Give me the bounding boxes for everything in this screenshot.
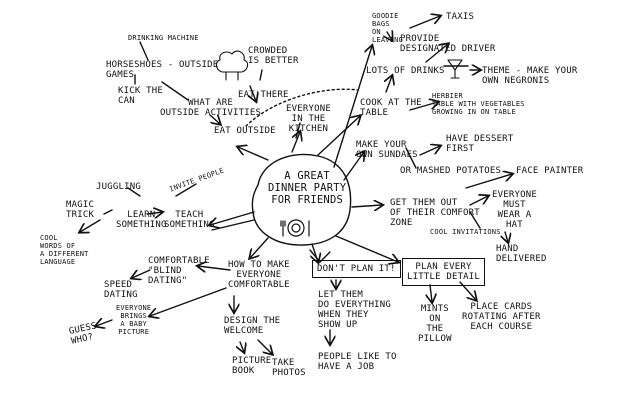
- node-theme-negronis: THEME - MAKE YOUR OWN NEGRONIS: [482, 66, 578, 86]
- node-cool-invitations: COOL INVITATIONS: [430, 228, 501, 236]
- node-mints-on-pillow: MINTS ON THE PILLOW: [418, 304, 452, 344]
- node-eat-outside: EAT OUTSIDE: [214, 126, 276, 136]
- node-speed-dating: SPEED DATING: [104, 280, 138, 300]
- node-face-painter: FACE PAINTER: [516, 166, 584, 176]
- node-make-own-sundaes: MAKE YOUR OWN SUNDAES: [356, 140, 418, 160]
- node-goodie-bags: GOODIE BAGS ON LEAVING: [372, 12, 403, 44]
- node-have-dessert-first: HAVE DESSERT FIRST: [446, 134, 514, 154]
- node-drinking-machine: DRINKING MACHINE: [128, 34, 199, 42]
- node-taxis: TAXIS: [446, 12, 475, 22]
- plate-fork-knife-icon: [280, 219, 310, 237]
- node-horseshoes-outside-games: HORSESHOES - OUTSIDE GAMES: [106, 60, 219, 80]
- node-learn-something: LEARN SOMETHING: [116, 210, 167, 230]
- tree-doodle-icon: [215, 50, 249, 81]
- node-teach-something: TEACH SOMETHING: [164, 210, 215, 230]
- node-picture-book: PICTURE BOOK: [232, 356, 272, 376]
- node-eat-there: EAT THERE: [238, 90, 289, 100]
- node-everyone-brings-baby-picture: EVERYONE BRINGS A BABY PICTURE: [116, 304, 152, 336]
- node-how-to-make-comfortable: HOW TO MAKE EVERYONE COMFORTABLE: [228, 260, 290, 290]
- node-let-them-do-everything: LET THEM DO EVERYTHING WHEN THEY SHOW UP: [318, 290, 392, 330]
- node-what-are-outside-activities: WHAT ARE OUTSIDE ACTIVITIES: [160, 98, 262, 118]
- node-take-photos: TAKE PHOTOS: [272, 358, 306, 378]
- node-people-like-job: PEOPLE LIKE TO HAVE A JOB: [318, 352, 397, 372]
- node-comfortable-blind-dating: COMFORTABLE "BLIND DATING": [148, 256, 210, 286]
- node-cool-words: COOL WORDS OF A DIFFERENT LANGUAGE: [40, 234, 89, 266]
- node-everyone-wear-hat: EVERYONE MUST WEAR A HAT: [492, 190, 537, 230]
- node-juggling: JUGGLING: [96, 182, 141, 192]
- node-magic-trick: MAGIC TRICK: [66, 200, 95, 220]
- central-topic: A GREAT DINNER PARTY FOR FRIENDS: [268, 170, 347, 206]
- node-kick-the-can: KICK THE CAN: [118, 86, 163, 106]
- node-place-cards: PLACE CARDS ROTATING AFTER EACH COURSE: [462, 302, 541, 332]
- cocktail-glass-icon: [447, 59, 463, 79]
- node-design-the-welcome: DESIGN THE WELCOME: [224, 316, 281, 336]
- node-get-out-comfort-zone: GET THEM OUT OF THEIR COMFORT ZONE: [390, 198, 480, 228]
- node-mashed-potatoes: OR MASHED POTATOES: [400, 166, 502, 176]
- node-herbier-table: HERBIER TABLE WITH VEGETABLES GROWING IN…: [432, 92, 525, 116]
- node-dont-plan-it: DON'T PLAN IT!: [312, 260, 401, 278]
- node-hand-delivered: HAND DELIVERED: [496, 244, 547, 264]
- node-provide-designated-driver: PROVIDE DESIGNATED DRIVER: [400, 34, 496, 54]
- node-lots-of-drinks: LOTS OF DRINKS: [366, 66, 445, 76]
- node-cook-at-table: COOK AT THE TABLE: [360, 98, 422, 118]
- node-plan-every-detail: PLAN EVERY LITTLE DETAIL: [402, 258, 486, 286]
- node-everyone-in-kitchen: EVERYONE IN THE KITCHEN: [286, 104, 331, 134]
- node-crowded-is-better: CROWDED IS BETTER: [248, 46, 299, 66]
